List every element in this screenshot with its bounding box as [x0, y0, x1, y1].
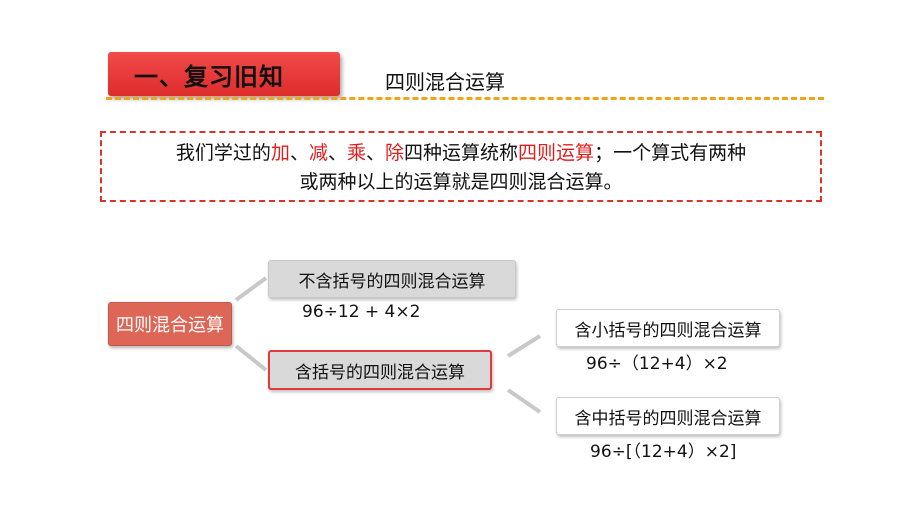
definition-text: 四种运算统称	[404, 142, 519, 164]
term-four-operations: 四则运算	[518, 142, 595, 164]
definition-line-1: 我们学过的加、减、乘、除四种运算统称四则运算；一个算式有两种	[102, 139, 820, 168]
operation-subtract: 减	[308, 142, 328, 164]
separator: 、	[289, 142, 309, 164]
separator: 、	[327, 142, 347, 164]
operation-multiply: 乘	[346, 142, 366, 164]
node-small-bracket: 含小括号的四则混合运算	[556, 309, 780, 347]
definition-box: 我们学过的加、减、乘、除四种运算统称四则运算；一个算式有两种 或两种以上的运算就…	[100, 131, 822, 202]
separator: 、	[366, 142, 386, 164]
node-four-mixed-operations: 四则混合运算	[108, 302, 232, 346]
connector-with-small	[506, 334, 542, 358]
connector-with-mid	[506, 388, 542, 414]
example-small-bracket: 96÷（12+4）×2	[586, 354, 728, 374]
definition-text: 我们学过的	[175, 142, 271, 164]
definition-text: ；一个算式有两种	[594, 142, 747, 164]
node-with-bracket: 含括号的四则混合运算	[268, 350, 492, 390]
operation-add: 加	[270, 142, 290, 164]
section-tag: 一、复习旧知	[108, 52, 340, 96]
operation-divide: 除	[385, 142, 405, 164]
header-divider	[106, 97, 824, 100]
example-no-bracket: 96÷12 + 4×2	[302, 302, 421, 322]
node-no-bracket: 不含括号的四则混合运算	[268, 260, 516, 298]
connector-root-with-bracket	[234, 344, 268, 372]
example-mid-bracket: 96÷[（12+4）×2]	[590, 442, 737, 462]
section-subtitle: 四则混合运算	[385, 70, 505, 94]
node-mid-bracket: 含中括号的四则混合运算	[556, 397, 780, 435]
connector-root-no-bracket	[234, 276, 268, 302]
definition-line-2: 或两种以上的运算就是四则混合运算。	[299, 171, 623, 193]
